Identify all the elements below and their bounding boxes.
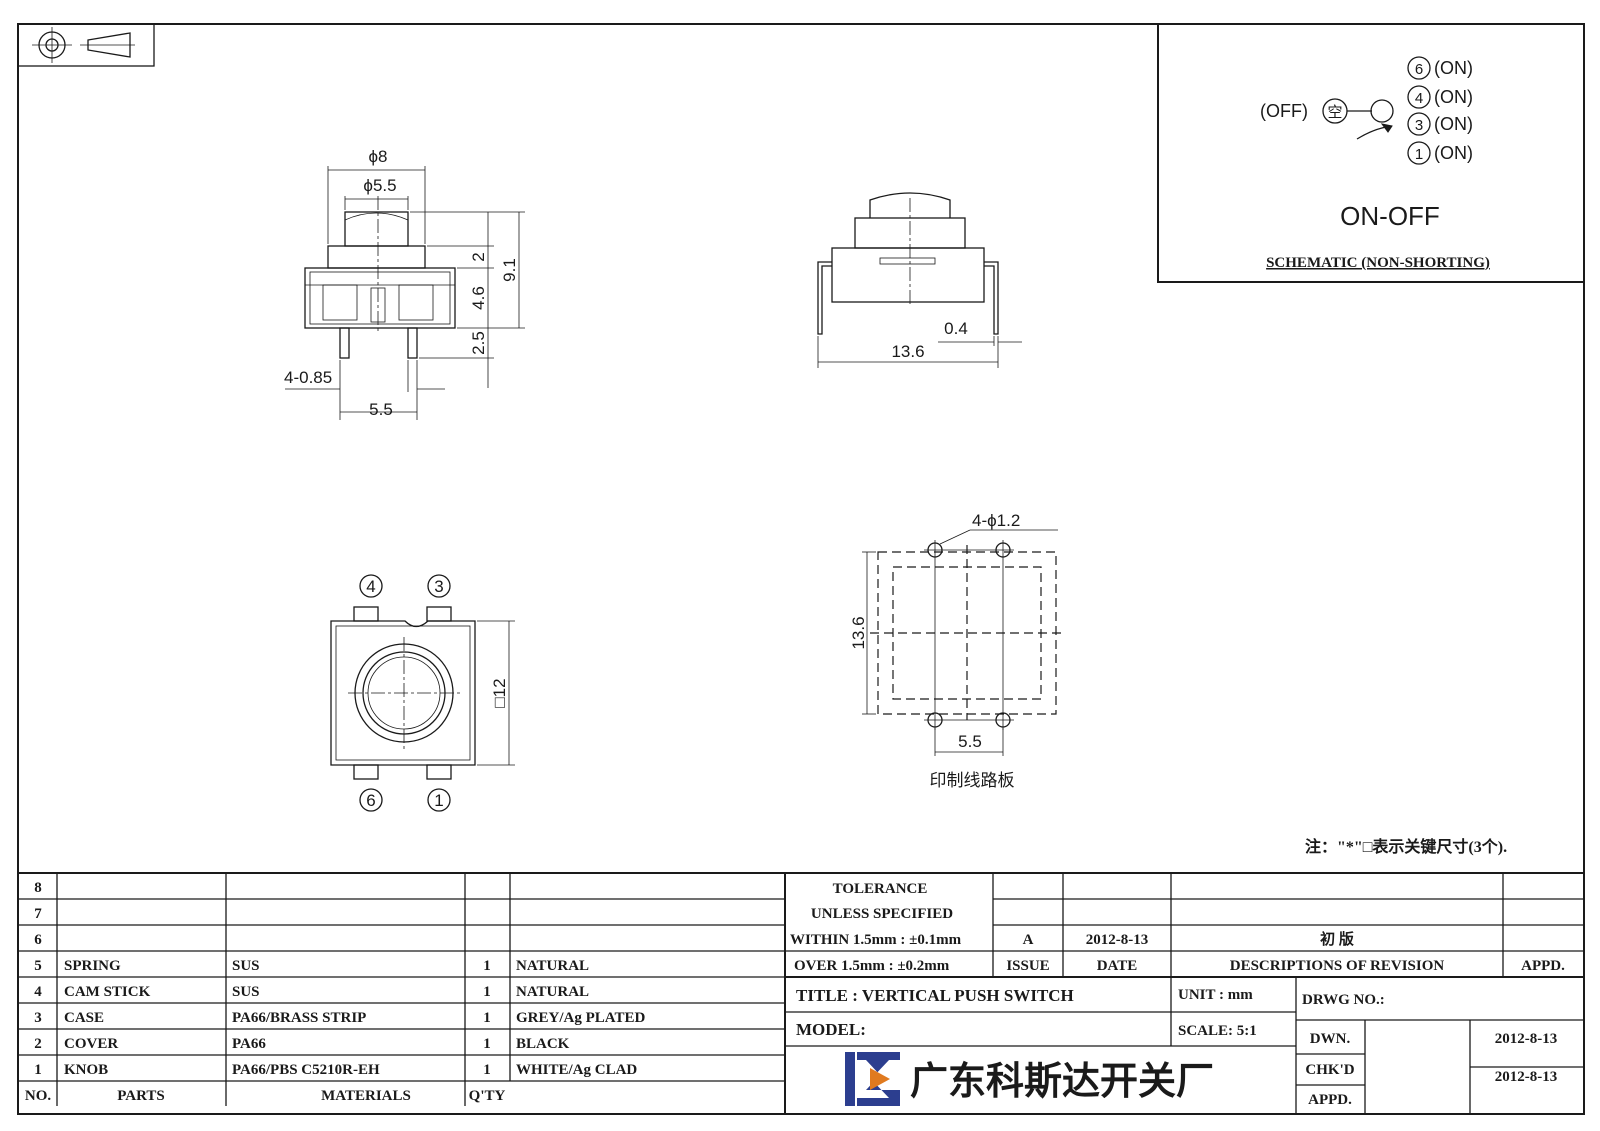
schematic-pos-4-num: 4 (1415, 90, 1423, 107)
dim-pin-width: 4-0.85 (284, 368, 332, 387)
dim-square: □12 (490, 678, 509, 707)
drawing-number-label: DRWG NO.: (1302, 992, 1385, 1008)
bom-row-1-no: 1 (34, 1062, 42, 1078)
bom-row-2-finish: BLACK (516, 1036, 570, 1052)
bom-row-2-material: PA66 (232, 1036, 266, 1052)
approved-header: APPD. (1521, 958, 1565, 974)
dim-cap-height: 2 (469, 252, 488, 261)
bom-row-4-part: CAM STICK (64, 984, 151, 1000)
schematic-off-symbol: 空 (1327, 104, 1342, 121)
schematic-pos-3-state: (ON) (1434, 114, 1473, 134)
checked-date: 2012-8-13 (1495, 1069, 1558, 1085)
tolerance-line-4: OVER 1.5mm : ±0.2mm (794, 958, 950, 974)
drawing-title: TITLE : VERTICAL PUSH SWITCH (796, 986, 1074, 1005)
drawn-date: 2012-8-13 (1495, 1031, 1558, 1047)
dim-cap-inner: ϕ5.5 (363, 176, 396, 195)
tolerance-line-1: TOLERANCE (833, 881, 928, 897)
tolerance-line-2: UNLESS SPECIFIED (811, 906, 953, 922)
schematic-pos-6-state: (ON) (1434, 58, 1473, 78)
bom-row-3-finish: GREY/Ag PLATED (516, 1010, 645, 1026)
revision-description: 初 版 (1320, 930, 1354, 948)
bom-header-parts: PARTS (117, 1088, 165, 1104)
unit-label: UNIT : mm (1178, 987, 1253, 1003)
bom-table: 8 7 6 5 SPRING SUS 1 NATURAL 4 CAM STICK… (18, 872, 1584, 1114)
pin-label-4: 4 (366, 577, 375, 596)
model-label: MODEL: (796, 1020, 866, 1039)
key-dimension-note: 注："*"□表示关键尺寸(3个). (1305, 837, 1507, 856)
bom-row-4-no: 4 (34, 984, 42, 1000)
approved-label: APPD. (1308, 1092, 1352, 1108)
top-view: 4 3 6 1 □12 (330, 574, 515, 812)
dim-total-height: 9.1 (500, 258, 519, 282)
front-view: 0.4 13.6 (817, 192, 1022, 368)
schematic-pos-1-num: 1 (1415, 146, 1423, 163)
dim-pin-length: 2.5 (469, 331, 488, 355)
tolerance-line-3: WITHIN 1.5mm : ±0.1mm (790, 932, 962, 948)
bom-row-7-no: 7 (34, 906, 42, 922)
bom-row-1-material: PA66/PBS C5210R-EH (232, 1062, 380, 1078)
pin-label-6: 6 (366, 791, 375, 810)
dim-lead-thickness: 0.4 (944, 319, 968, 338)
bom-row-6-no: 6 (34, 932, 42, 948)
bom-row-4-qty: 1 (483, 984, 491, 1000)
bom-row-8-no: 8 (34, 880, 42, 896)
scale-label: SCALE: 5:1 (1178, 1023, 1257, 1039)
schematic-pos-4-state: (ON) (1434, 87, 1473, 107)
bom-row-1-finish: WHITE/Ag CLAD (516, 1062, 637, 1078)
bom-row-3-material: PA66/BRASS STRIP (232, 1010, 366, 1026)
company-logo-icon (845, 1052, 900, 1106)
dim-body-height: 4.6 (469, 286, 488, 310)
bom-header-materials: MATERIALS (321, 1088, 411, 1104)
title-block: TOLERANCE UNLESS SPECIFIED WITHIN 1.5mm … (785, 873, 1584, 1114)
checked-label: CHK'D (1305, 1062, 1354, 1078)
date-header: DATE (1097, 958, 1138, 974)
dim-front-width: 13.6 (891, 342, 924, 361)
issue-header: ISSUE (1006, 958, 1049, 974)
sheet-border (17, 23, 1585, 1115)
side-view: ϕ8 ϕ5.5 2 9.1 4.6 2.5 4-0.85 5.5 (284, 147, 525, 420)
dim-pcb-pitch: 5.5 (958, 732, 982, 751)
schematic-off-label: (OFF) (1260, 101, 1308, 121)
dim-cap-outer: ϕ8 (369, 147, 388, 166)
bom-row-5-no: 5 (34, 958, 42, 974)
bom-row-3-qty: 1 (483, 1010, 491, 1026)
bom-row-4-material: SUS (232, 984, 260, 1000)
pin-label-3: 3 (434, 577, 443, 596)
dim-holes: 4-ϕ1.2 (972, 511, 1020, 530)
drawn-label: DWN. (1310, 1031, 1351, 1047)
company-name: 广东科斯达开关厂 (910, 1059, 1214, 1103)
description-header: DESCRIPTIONS OF REVISION (1230, 958, 1445, 974)
bom-row-4-finish: NATURAL (516, 984, 589, 1000)
pin-label-1: 1 (434, 791, 443, 810)
bom-row-2-qty: 1 (483, 1036, 491, 1052)
schematic-panel: (OFF) 空 6 (ON) 4 (ON) 3 (ON) 1 (ON) ON-O… (1157, 24, 1584, 283)
dim-pcb-height: 13.6 (849, 616, 868, 649)
bom-row-3-part: CASE (64, 1010, 104, 1026)
pcb-view: 4-ϕ1.2 13.6 5.5 印制线路板 (849, 511, 1062, 790)
pcb-caption: 印制线路板 (930, 771, 1015, 790)
bom-row-1-part: KNOB (64, 1062, 108, 1078)
schematic-mode: ON-OFF (1340, 201, 1440, 231)
bom-row-2-part: COVER (64, 1036, 118, 1052)
bom-row-5-finish: NATURAL (516, 958, 589, 974)
revision-issue: A (1023, 932, 1034, 948)
bom-row-1-qty: 1 (483, 1062, 491, 1078)
revision-date: 2012-8-13 (1086, 932, 1149, 948)
bom-row-5-material: SUS (232, 958, 260, 974)
bom-header-qty: Q'TY (469, 1088, 506, 1104)
bom-row-3-no: 3 (34, 1010, 42, 1026)
bom-row-2-no: 2 (34, 1036, 42, 1052)
projection-symbol-icon (17, 23, 155, 67)
dim-pin-pitch: 5.5 (369, 400, 393, 419)
schematic-pos-6-num: 6 (1415, 61, 1423, 78)
bom-row-5-part: SPRING (64, 958, 121, 974)
bom-header-no: NO. (25, 1088, 52, 1104)
schematic-pos-1-state: (ON) (1434, 143, 1473, 163)
schematic-caption: SCHEMATIC (NON-SHORTING) (1266, 255, 1490, 271)
bom-row-5-qty: 1 (483, 958, 491, 974)
schematic-pos-3-num: 3 (1415, 117, 1423, 134)
